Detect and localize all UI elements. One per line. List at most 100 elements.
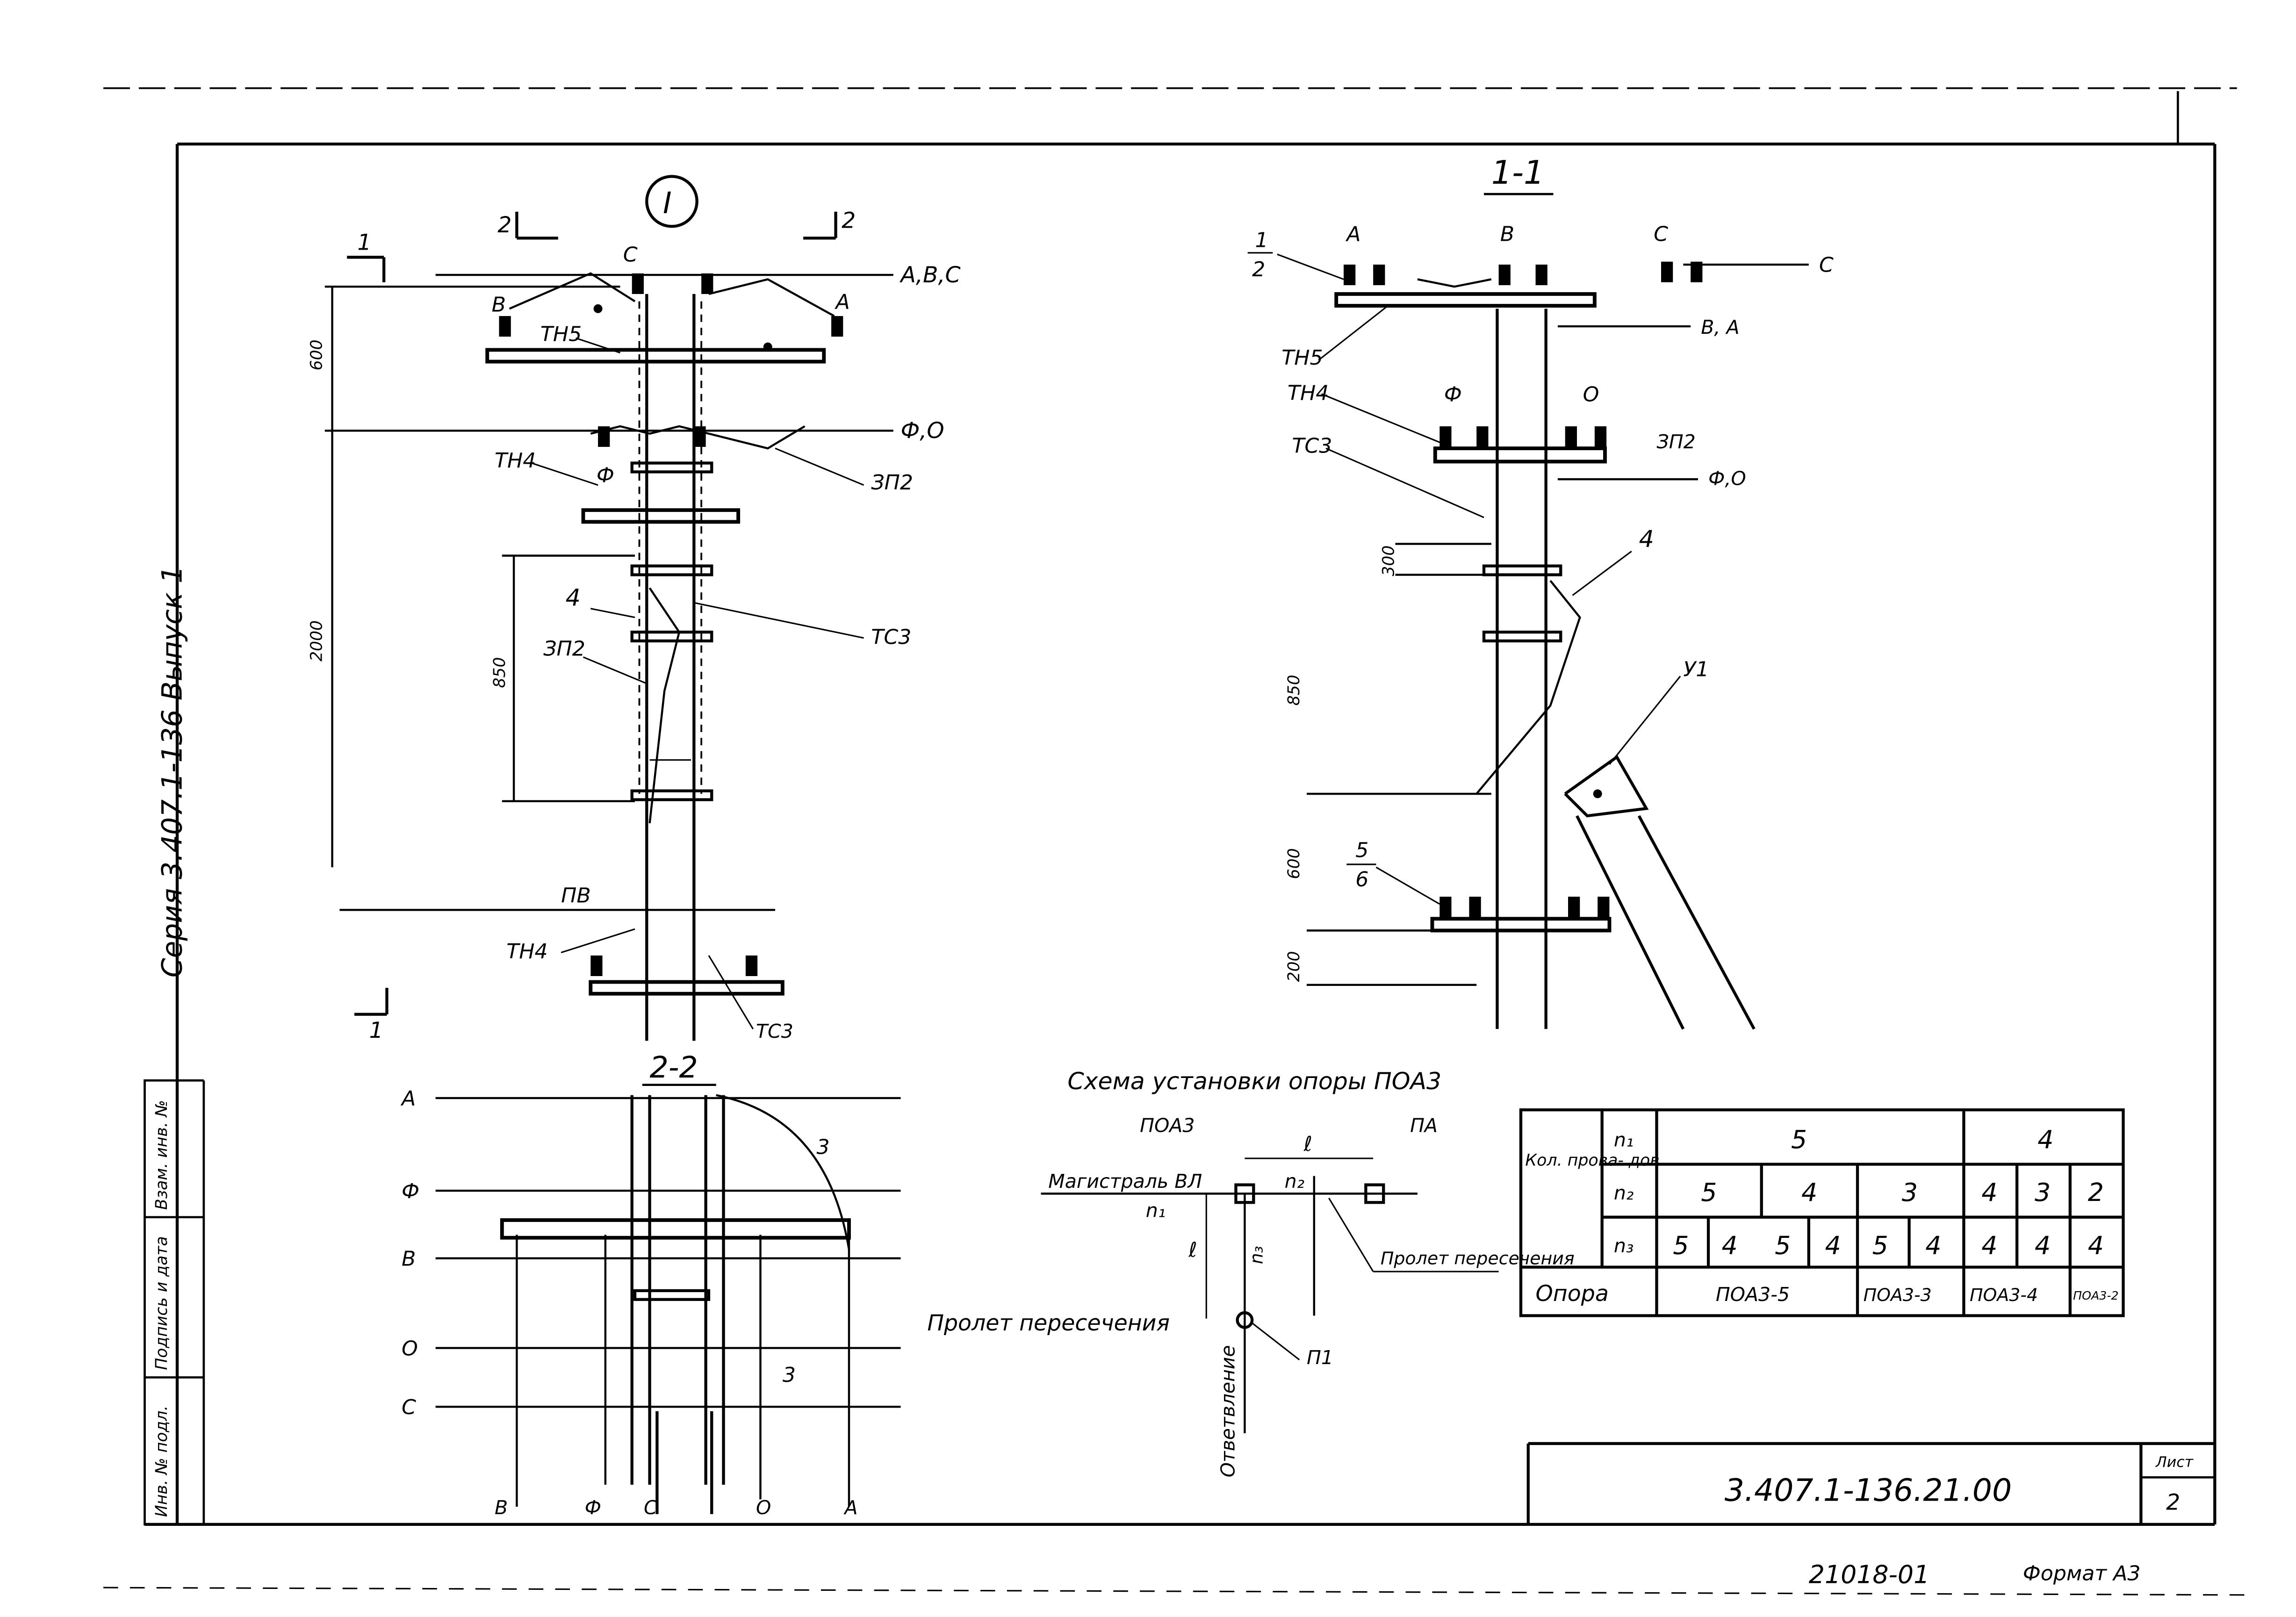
wires-table: Кол. прова- дов n₁ n₂ n₃ 5 4 5 4 3 4 3 2…: [1519, 1108, 2125, 1317]
section-1-1-view: 1-1: [1247, 154, 1834, 1030]
support-poa3-5: ПОА3-5: [1716, 1283, 1790, 1306]
row-label-n1: n₁: [1614, 1129, 1634, 1151]
left-leaders: [531, 337, 864, 1029]
footer-number: 21018-01: [1809, 1560, 1929, 1589]
n3-value-6: 4: [1925, 1230, 1941, 1260]
th5-right: ТН5: [1281, 346, 1323, 370]
n2-value-4: 4: [1981, 1178, 1997, 1207]
wires-count-label: Кол. прова- дов: [1525, 1151, 1659, 1170]
n3-value-8: 4: [2035, 1230, 2051, 1260]
support-poa3-3: ПОА3-3: [1864, 1285, 1932, 1305]
sheet-number: 2: [2166, 1490, 2180, 1516]
title-block: 3.407.1-136.21.00 Лист 2: [1526, 1442, 2215, 1524]
cut-2-left-a: 2: [497, 212, 511, 238]
ts3-right: ТС3: [1292, 434, 1332, 458]
sign-date-label: Подпись и дата: [152, 1236, 171, 1370]
pos6-label: 6: [1355, 868, 1368, 891]
wire-label-a: А: [400, 1087, 416, 1111]
support-label: Опора: [1536, 1281, 1609, 1307]
cut-marks-left: [347, 211, 837, 1016]
scheme-title: Схема установки опоры ПОА3: [1067, 1067, 1441, 1095]
scheme-lines: [1041, 1157, 1499, 1433]
left-crossarms: [485, 348, 826, 996]
right-wires: [1307, 263, 1809, 986]
bottom-label-a: А: [843, 1496, 857, 1519]
drawing-code: 3.407.1-136.21.00: [1725, 1473, 2012, 1509]
row-label-n2: n₂: [1614, 1182, 1634, 1204]
main-line-label: Магистраль ВЛ: [1048, 1170, 1202, 1193]
cut-1-left-b: 1: [369, 1018, 383, 1043]
th5-label: ТН5: [540, 323, 582, 346]
n3-value-3: 5: [1775, 1230, 1791, 1260]
n2-value-6: 2: [2088, 1178, 2104, 1207]
sec-2-2-bottom-labels: В Ф С О А: [495, 1496, 858, 1519]
span-crossing-scheme: Пролет пересечения: [1381, 1248, 1575, 1268]
left-wires: [324, 272, 893, 911]
ts3-left-label: ТС3: [871, 625, 911, 649]
pos4-right: 4: [1639, 525, 1654, 553]
wire-fo-right: Ф,О: [1708, 467, 1746, 490]
wire-fo-label: Ф,О: [901, 418, 944, 444]
sheet-label: Лист: [2155, 1454, 2194, 1471]
pos5-label: 5: [1355, 838, 1368, 862]
phase-c-label: С: [623, 243, 638, 267]
cut-1-left-a: 1: [357, 230, 371, 256]
dim-2000-left: 2000: [307, 620, 326, 661]
table-grid: [1519, 1108, 2125, 1317]
phase-a-label: А: [835, 290, 850, 314]
side-strip: [144, 1079, 205, 1526]
phase-c-right: С: [1654, 223, 1668, 246]
n3-value-2: 4: [1721, 1230, 1737, 1260]
pos1-label: 1: [1255, 228, 1268, 252]
section-2-2-view: 2-2 А Ф В О С: [400, 1050, 1170, 1519]
n3-value-1: 5: [1673, 1230, 1689, 1260]
pos4-left-label: 4: [566, 584, 581, 611]
wire-c-right: С: [1819, 253, 1834, 277]
n2-value-1: 5: [1701, 1178, 1717, 1207]
n3-value-9: 4: [2088, 1230, 2104, 1260]
poa3-label: ПОА3: [1140, 1114, 1195, 1136]
wire-ba-right: В, А: [1701, 316, 1739, 338]
sec-1-1-title: 1-1: [1491, 154, 1544, 192]
th4-right: ТН4: [1288, 381, 1329, 405]
n2-value-2: 4: [1801, 1178, 1817, 1207]
zp2-mid-label: ЗП2: [543, 637, 585, 661]
wire-label-b: В: [402, 1247, 416, 1271]
dim-850-left: 850: [490, 657, 509, 688]
branch-label: Ответвление: [1216, 1345, 1239, 1478]
n3-value-4: 4: [1825, 1230, 1841, 1260]
vzam-label: Взам. инв. №: [152, 1100, 171, 1210]
phase-b-right: В: [1500, 223, 1514, 246]
sheet-frame: [103, 87, 2245, 1596]
th4-top-label: ТН4: [495, 449, 536, 473]
phase-f-label: Ф: [597, 463, 614, 487]
right-insulators: [1343, 261, 1703, 918]
cut-2-left-b: 2: [842, 208, 856, 233]
sec-2-2-wire-labels: А Ф В О С: [400, 1087, 419, 1419]
th4-bottom-label: ТН4: [506, 940, 547, 963]
n1-label: n₁: [1146, 1200, 1166, 1222]
p1-label: П1: [1307, 1346, 1333, 1369]
node-i-marker: [645, 175, 698, 228]
wire-label-f: Ф: [402, 1179, 419, 1203]
n1-value-2: 4: [2037, 1125, 2053, 1154]
l-top-label: ℓ: [1303, 1132, 1312, 1156]
phase-b-label: В: [492, 293, 506, 317]
pos2-label: 2: [1252, 258, 1265, 281]
u1-label: У1: [1683, 658, 1709, 682]
left-clamps: [630, 461, 713, 801]
series-label: Серия 3.407.1-136 Выпуск 1: [156, 566, 188, 977]
l-left-label: ℓ: [1188, 1238, 1197, 1262]
n3-value-7: 4: [1981, 1230, 1997, 1260]
zp2-top-label: ЗП2: [871, 471, 913, 495]
dim-200-right: 200: [1285, 951, 1303, 982]
n2-value-3: 3: [1902, 1178, 1918, 1207]
bottom-label-b: В: [495, 1496, 508, 1519]
sec-2-2-pole: [500, 1095, 851, 1514]
n3-label: n₃: [1246, 1246, 1267, 1264]
n2-label: n₂: [1285, 1170, 1304, 1193]
footer-format: Формат А3: [2023, 1561, 2141, 1585]
installation-scheme: Схема установки опоры ПОА3 ПОА3 ПА ℓ Маг…: [1041, 1067, 1575, 1477]
zp2-right: ЗП2: [1656, 431, 1695, 453]
phase-f-right: Ф: [1444, 383, 1462, 407]
